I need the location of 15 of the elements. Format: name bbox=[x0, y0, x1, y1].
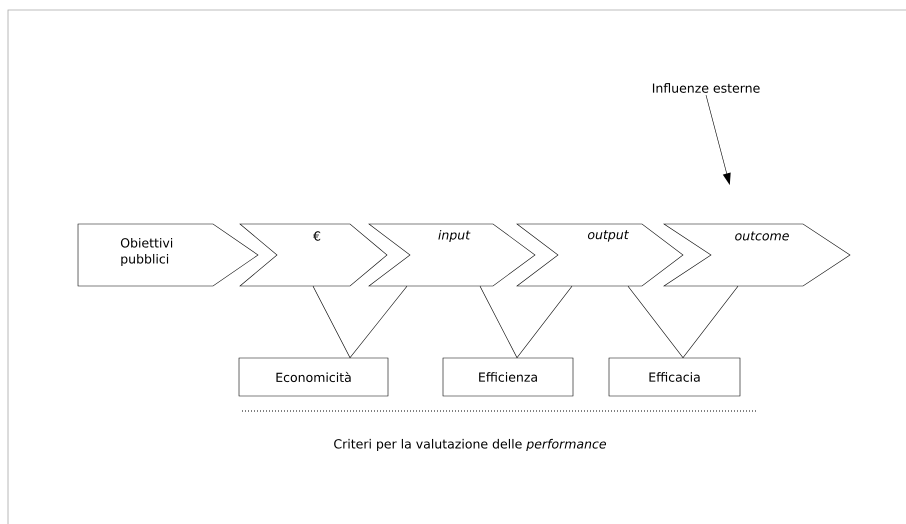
process-step: output bbox=[516, 224, 684, 286]
process-step: outcome bbox=[663, 224, 851, 286]
criterion-box: Economicità bbox=[238, 358, 388, 396]
annotation-text: Influenze esterne bbox=[652, 83, 760, 93]
connector-line bbox=[628, 286, 684, 358]
connector-line bbox=[312, 286, 350, 358]
connector-line bbox=[682, 286, 738, 358]
criterion-box: Efficienza bbox=[442, 358, 574, 396]
connector-line bbox=[480, 286, 518, 358]
process-step: € bbox=[239, 224, 388, 286]
caption-text: Criteri per la valutazione delle performance bbox=[334, 438, 606, 452]
process-step: input bbox=[368, 224, 536, 286]
connector-line bbox=[516, 286, 572, 358]
connector-line bbox=[350, 286, 408, 358]
criterion-box: Efficacia bbox=[608, 358, 740, 396]
